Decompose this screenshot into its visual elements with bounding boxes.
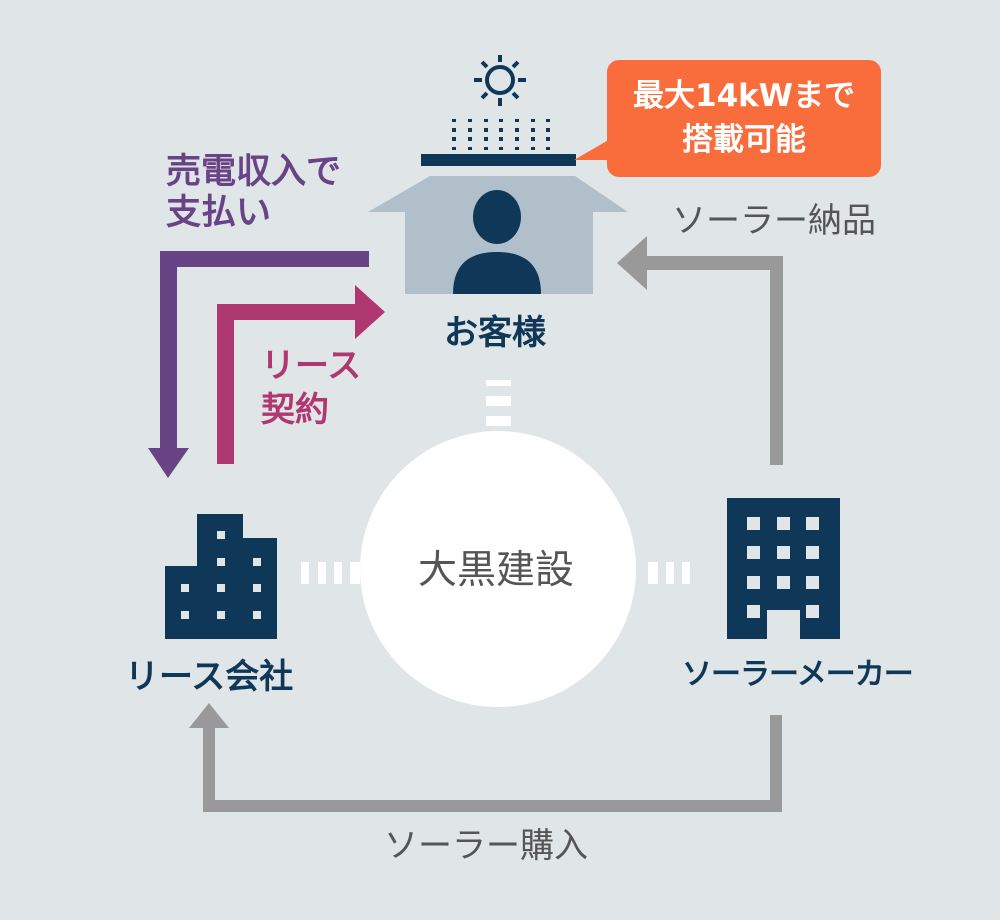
callout-pointer <box>574 138 612 160</box>
center-circle <box>360 431 636 707</box>
person-icon <box>453 190 541 294</box>
lease-contract-arrow <box>217 285 385 464</box>
lease-contract-label-line-2: 契約 <box>261 390 329 431</box>
lease-contract-label: リース 契約 <box>261 344 361 432</box>
sunlight-rays-icon <box>452 119 550 150</box>
solar-delivery-arrow <box>617 236 783 465</box>
connector-dashes <box>301 380 690 584</box>
solar-maker-label: ソーラーメーカー <box>682 657 914 692</box>
sale-income-label: 売電収入で 支払い <box>166 152 341 235</box>
sale-income-label-line-2: 支払い <box>166 193 272 234</box>
solar-maker-building-icon <box>727 498 840 639</box>
solar-delivery-label: ソーラー納品 <box>672 201 876 241</box>
callout-line-1: 最大14kWまで <box>633 78 855 114</box>
lease-contract-label-line-1: リース <box>261 346 362 386</box>
lease-company-label: リース会社 <box>125 657 294 697</box>
sale-income-arrow <box>148 251 369 478</box>
sale-income-label-line-1: 売電収入で <box>166 152 342 192</box>
center-company-label: 大黒建設 <box>418 548 575 593</box>
solar-purchase-label: ソーラー購入 <box>384 826 588 866</box>
capacity-callout: 最大14kWまで 搭載可能 <box>607 60 881 177</box>
lease-company-building-icon <box>165 514 277 639</box>
customer-label: お客様 <box>444 313 546 353</box>
callout-line-2: 搭載可能 <box>682 122 806 158</box>
solar-panel-icon <box>421 154 576 166</box>
solar-purchase-arrow <box>189 703 782 812</box>
sun-icon <box>474 55 526 106</box>
